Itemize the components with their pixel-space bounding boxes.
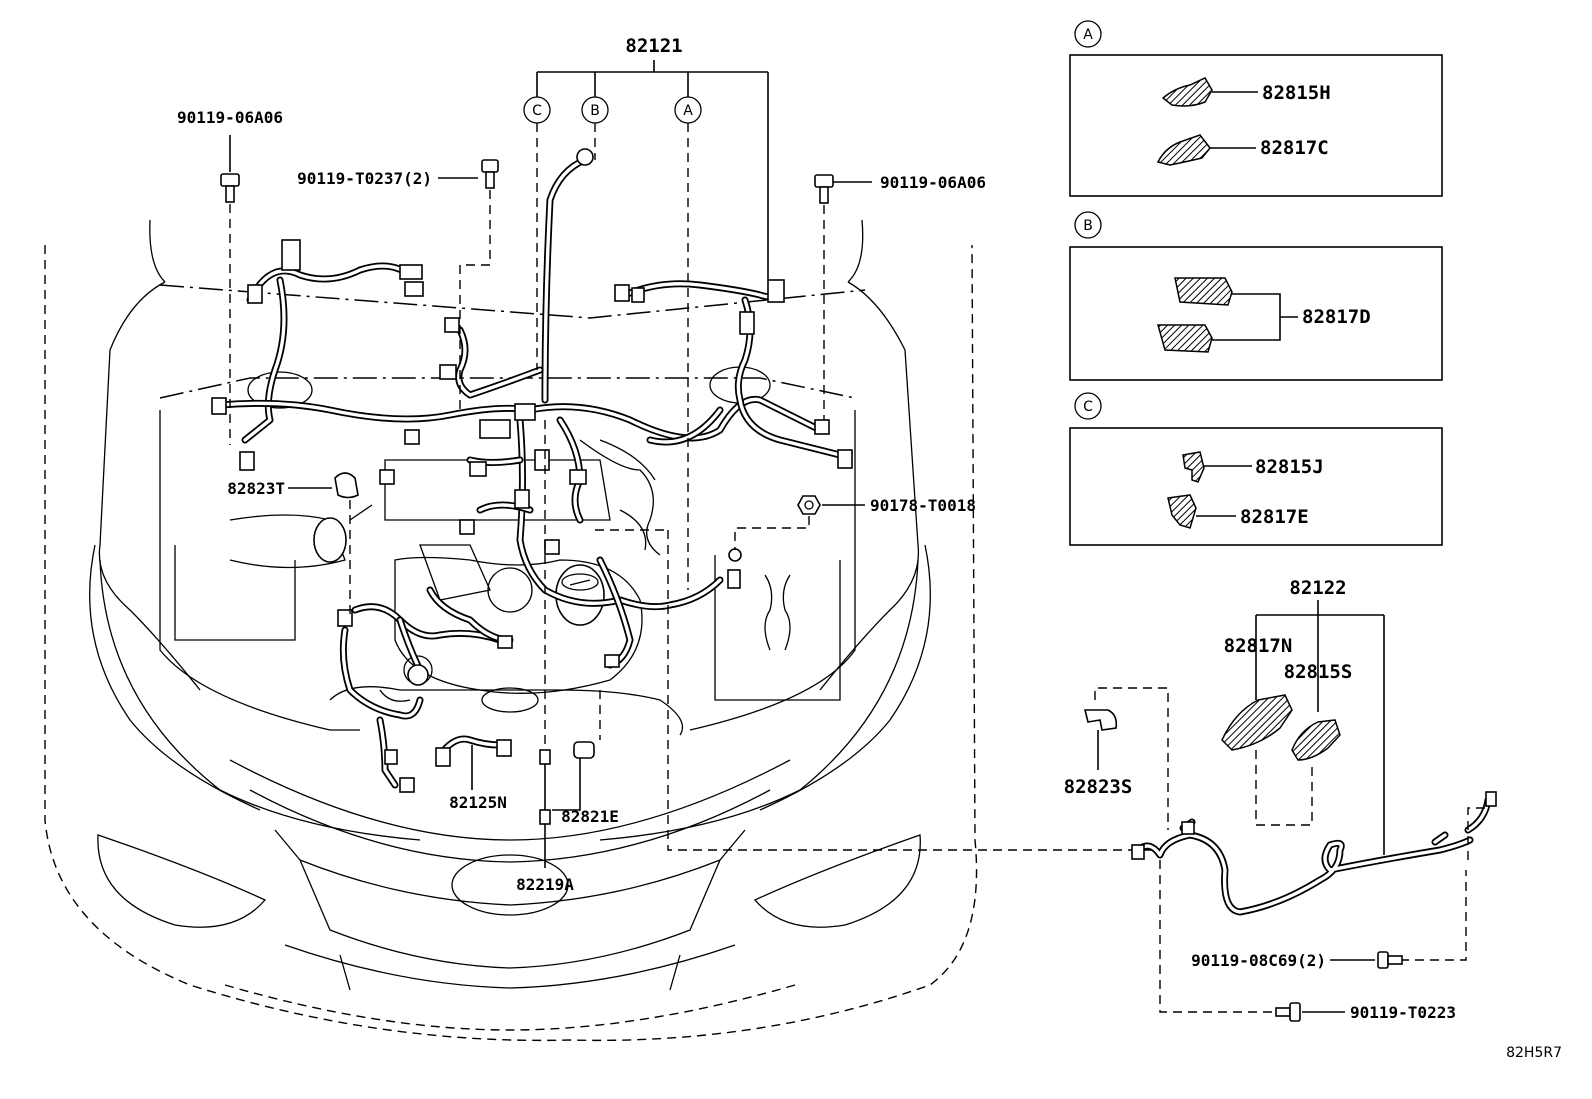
label-bolt-left: 90119-06A06 [177,108,283,127]
label-82817n: 82817N [1224,635,1293,657]
inset-b [1069,211,1443,381]
inset-c [1069,392,1443,546]
label-82815s: 82815S [1284,661,1353,683]
inset-a-letter: A [1083,27,1093,43]
label-bolt-right: 90119-06A06 [880,173,986,192]
bolt-mid-icon [438,159,499,410]
callout-c-tree: C [532,103,542,119]
callout-b-tree: B [590,103,600,119]
inset-b-letter: B [1083,218,1093,234]
clamp-82823t-icon [288,472,359,620]
sub-harness-82122 [1083,600,1497,1022]
wire-82219a-icon [539,420,551,868]
label-82125n: 82125N [449,793,507,812]
label-bolt-82122-a: 90119-08C69(2) [1191,951,1326,970]
label-82817e: 82817E [1240,506,1309,528]
label-82121: 82121 [625,35,682,57]
label-bolt-82122-b: 90119-T0223 [1350,1003,1456,1022]
nut-right-icon [734,495,865,550]
label-82821e: 82821E [561,807,619,826]
inset-c-letter: C [1083,399,1093,415]
bolt-left-icon [220,135,240,445]
wire-82125n-icon [435,735,512,790]
bolt-right-icon [814,174,872,420]
label-82122: 82122 [1289,577,1346,599]
label-82815j: 82815J [1255,456,1324,478]
diagram-ref-code: 82H5R7 [1506,1045,1562,1061]
label-82817c: 82817C [1260,137,1329,159]
callout-tree-82121 [523,60,769,590]
label-82823t: 82823T [227,479,285,498]
leader-82122 [667,530,1160,851]
label-82823s: 82823S [1064,776,1133,798]
wire-82821e-icon [552,690,601,811]
label-bolt-mid: 90119-T0237(2) [297,169,432,188]
callout-a-tree: A [683,103,693,119]
label-82817d: 82817D [1302,306,1371,328]
label-82219a: 82219A [516,875,574,894]
inset-a [1069,20,1443,197]
main-harness-82121 [211,148,853,793]
label-82815h: 82815H [1262,82,1331,104]
label-nut-right: 90178-T0018 [870,496,976,515]
vehicle-outline [44,219,978,1042]
